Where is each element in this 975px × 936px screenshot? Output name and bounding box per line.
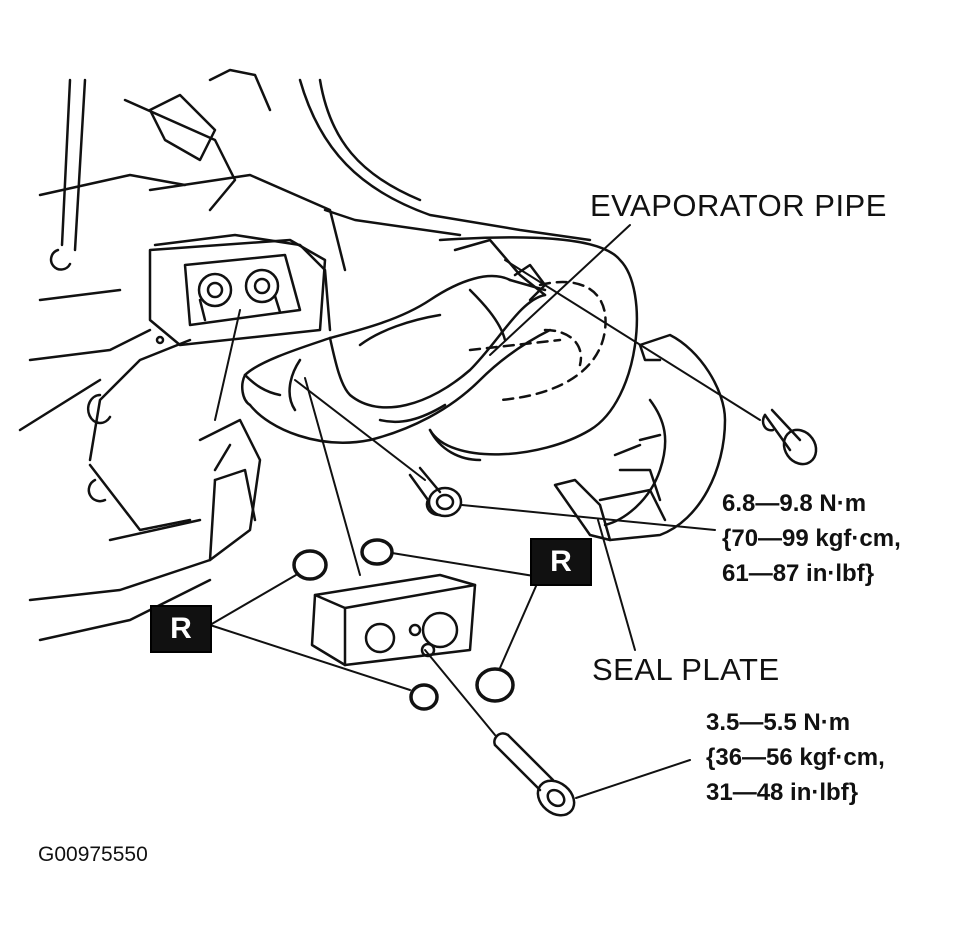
seal-plate-label: SEAL PLATE (592, 652, 780, 687)
pipe-bolt (408, 466, 463, 518)
figure-id: G00975550 (38, 843, 148, 866)
replace-badge-left: R (150, 605, 212, 653)
o-ring-set (292, 538, 515, 711)
replace-badge-right: R (530, 538, 592, 586)
torque-lower-nm: 3.5—5.5 N·m (706, 709, 851, 736)
housing-outline (18, 68, 592, 642)
seal-plate (553, 333, 727, 542)
expansion-valve (310, 573, 477, 667)
evaporator-pipe (241, 238, 552, 444)
seal-plate-bolt (761, 408, 818, 466)
torque-upper-nm: 6.8—9.8 N·m (722, 490, 867, 517)
evaporator-pipe-label: EVAPORATOR PIPE (590, 188, 887, 223)
evaporator-case (428, 236, 639, 462)
torque-spec-lower: 3.5—5.5 N·m {36—56 kgf·cm, 31—48 in·lbf} (706, 705, 885, 810)
leader-lines (209, 224, 761, 799)
torque-upper-kgfcm: {70—99 kgf·cm, (722, 525, 901, 552)
valve-mount-block (148, 238, 327, 347)
torque-spec-upper: 6.8—9.8 N·m {70—99 kgf·cm, 61—87 in·lbf} (722, 486, 901, 591)
torque-upper-inlbf: 61—87 in·lbf} (722, 560, 875, 587)
torque-lower-inlbf: 31—48 in·lbf} (706, 779, 859, 806)
o-ring-2 (360, 538, 394, 566)
o-ring-3 (409, 683, 439, 711)
o-ring-4 (475, 667, 515, 703)
evaporator-case-dashed (468, 280, 607, 402)
valve-bolt (493, 732, 576, 817)
torque-lower-kgfcm: {36—56 kgf·cm, (706, 744, 885, 771)
o-ring-1 (292, 549, 328, 581)
